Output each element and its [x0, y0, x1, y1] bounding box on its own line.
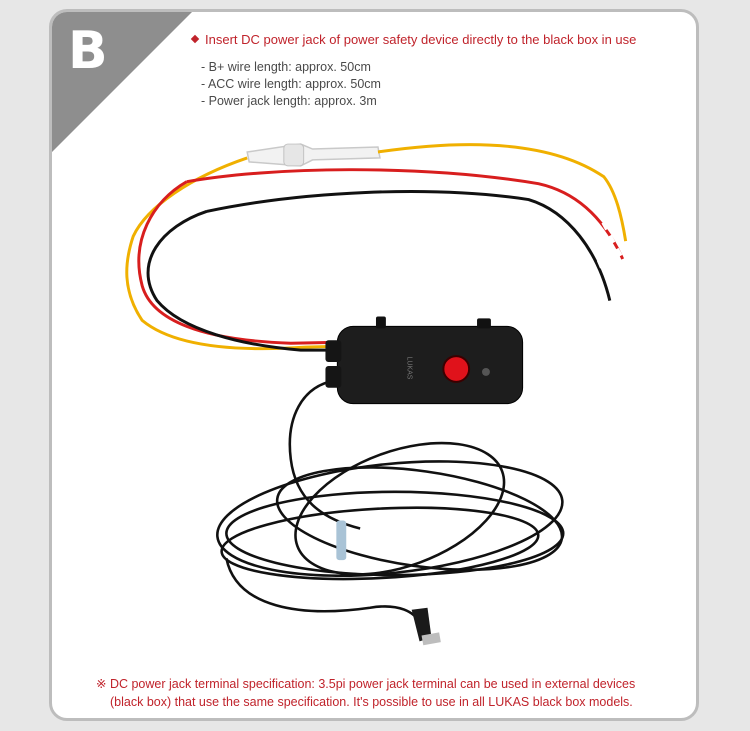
- headline: Insert DC power jack of power safety dev…: [190, 32, 637, 47]
- status-led-icon: [481, 367, 490, 376]
- control-box: LUKAS: [325, 316, 524, 405]
- black-wire: [146, 190, 612, 352]
- spec-list: - B+ wire length: approx. 50cm - ACC wir…: [201, 59, 381, 110]
- footnote-line1: ※ DC power jack terminal specification: …: [96, 677, 636, 691]
- coiled-cable: [216, 378, 565, 624]
- red-button-icon: [442, 355, 471, 383]
- dc-plug: [411, 607, 441, 646]
- corner-badge: [52, 12, 195, 155]
- red-wire: [137, 168, 625, 345]
- badge-letter: B: [68, 21, 108, 81]
- footnote: ※ DC power jack terminal specification: …: [96, 676, 686, 711]
- footnote-line2: (black box) that use the same specificat…: [110, 694, 633, 709]
- cable-tie: [336, 520, 347, 561]
- device-logo: LUKAS: [406, 357, 413, 380]
- spec-item: - Power jack length: approx. 3m: [201, 94, 377, 108]
- spec-item: - ACC wire length: approx. 50cm: [201, 77, 381, 91]
- spec-item: - B+ wire length: approx. 50cm: [201, 60, 371, 74]
- instruction-card: B Insert DC power jack of power safety d…: [49, 9, 699, 721]
- yellow-wire: [125, 143, 628, 351]
- headline-text: Insert DC power jack of power safety dev…: [205, 32, 637, 47]
- fuse-holder: [246, 143, 381, 167]
- product-photo: LUKAS: [125, 143, 628, 646]
